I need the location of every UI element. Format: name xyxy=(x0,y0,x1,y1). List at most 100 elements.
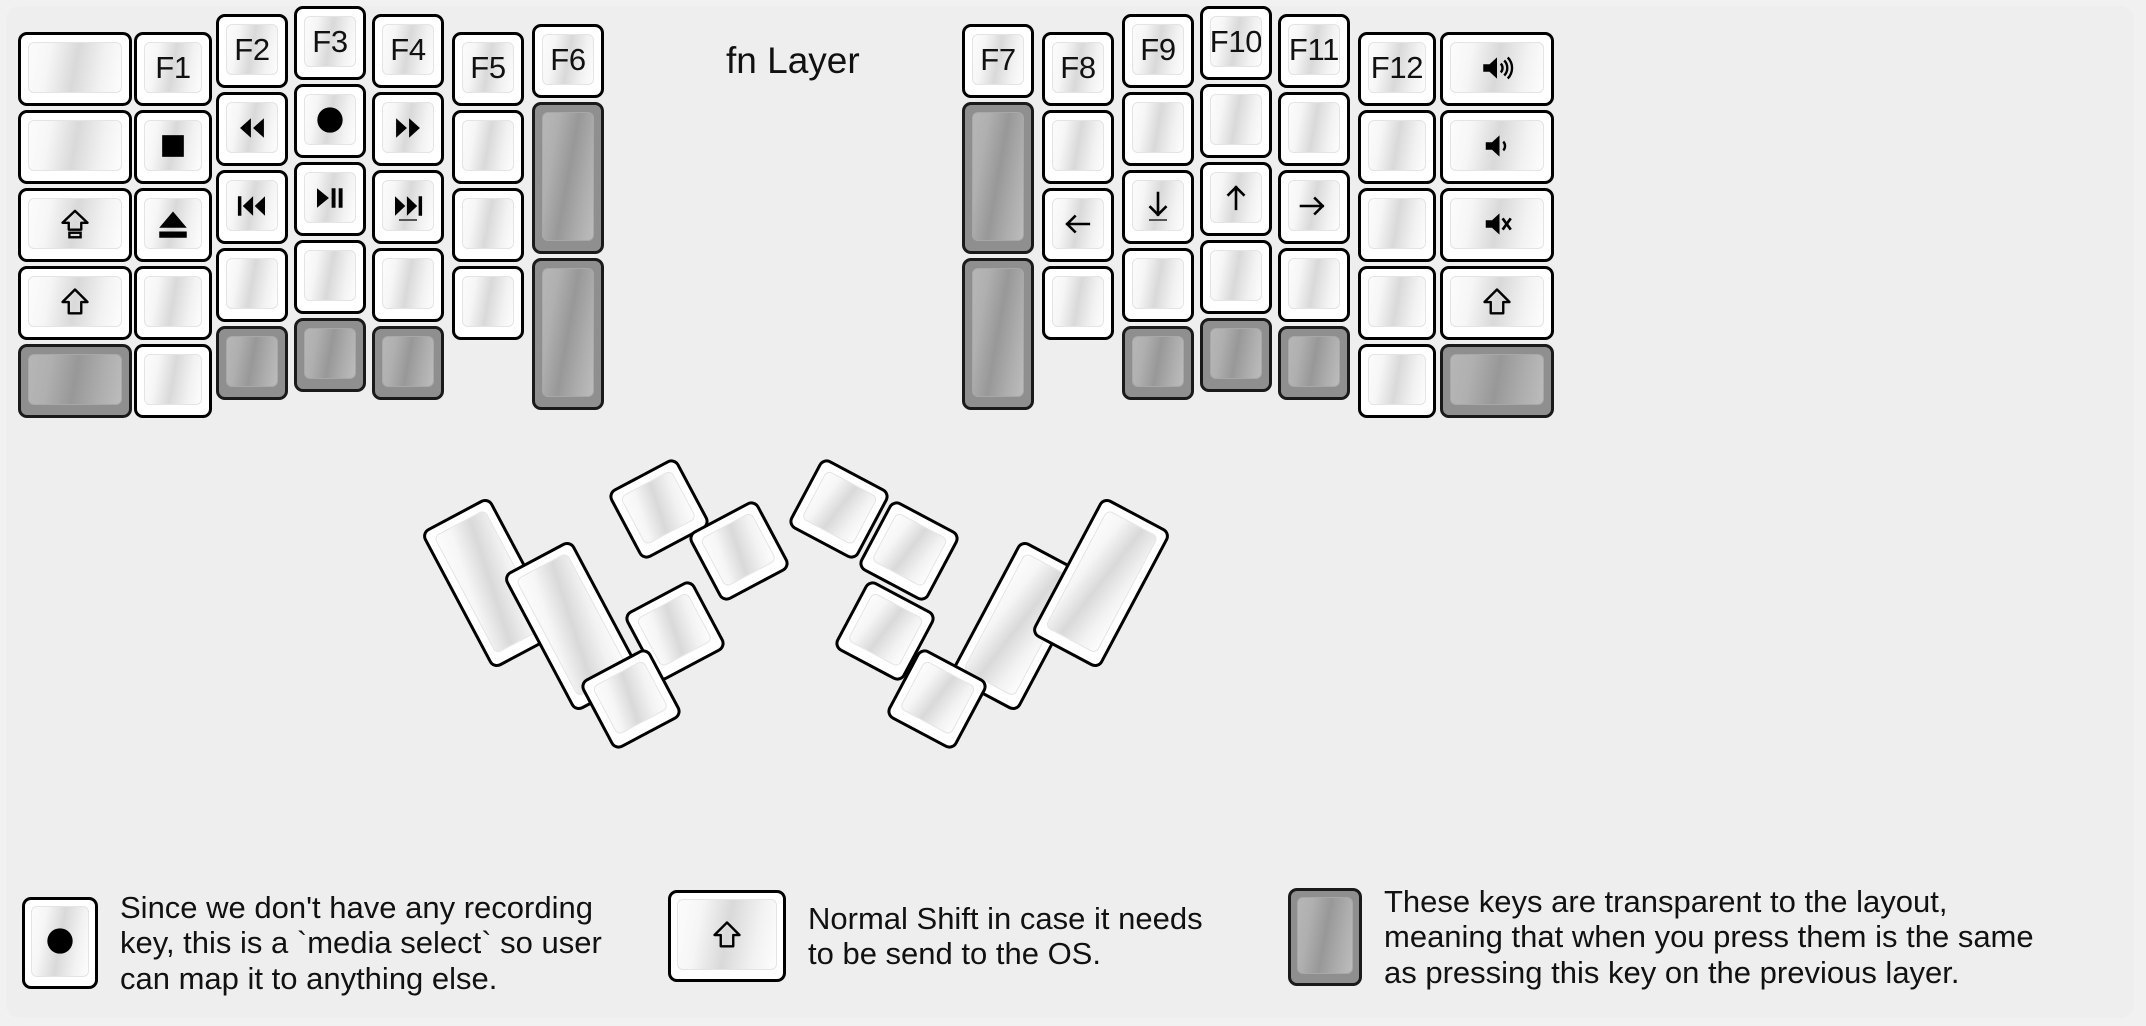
note-key-transparent[interactable] xyxy=(1288,887,1362,986)
key-shift-arrow[interactable] xyxy=(1440,266,1554,340)
keycap-face xyxy=(1210,250,1262,301)
key-media-stop[interactable] xyxy=(134,110,212,184)
arrow-right-icon xyxy=(1297,193,1331,219)
key-blank[interactable] xyxy=(1200,240,1272,314)
key-f12[interactable]: F12 xyxy=(1358,32,1436,106)
note-key-record[interactable] xyxy=(22,896,98,989)
keycap-face xyxy=(1052,276,1104,327)
key-media-next-track[interactable] xyxy=(372,170,444,244)
key-media-play-pause[interactable] xyxy=(294,162,366,236)
keycap-face xyxy=(226,102,278,153)
key-blank[interactable] xyxy=(452,188,524,262)
key-blank[interactable] xyxy=(1358,188,1436,262)
key-volume-mute[interactable] xyxy=(1440,188,1554,262)
key-transparent[interactable] xyxy=(18,344,132,418)
keycap-face xyxy=(1132,258,1184,309)
key-transparent[interactable] xyxy=(1200,318,1272,392)
keycap-face xyxy=(1210,172,1262,223)
key-transparent[interactable] xyxy=(294,318,366,392)
key-transparent[interactable] xyxy=(1278,326,1350,400)
keycap-face xyxy=(382,180,434,231)
key-blank[interactable] xyxy=(1358,110,1436,184)
key-blank[interactable] xyxy=(452,110,524,184)
key-blank[interactable] xyxy=(1358,266,1436,340)
key-media-fast-forward[interactable] xyxy=(372,92,444,166)
keycap-face xyxy=(462,276,514,327)
keycap-face xyxy=(28,198,122,249)
key-blank[interactable] xyxy=(1200,84,1272,158)
key-transparent[interactable] xyxy=(1440,344,1554,418)
keycap-face xyxy=(226,336,278,387)
key-transparent[interactable] xyxy=(216,326,288,400)
key-f6[interactable]: F6 xyxy=(532,24,604,98)
key-volume-up[interactable] xyxy=(1440,32,1554,106)
key-f4[interactable]: F4 xyxy=(372,14,444,88)
key-blank[interactable] xyxy=(1042,266,1114,340)
key-media-eject[interactable] xyxy=(134,188,212,262)
key-blank[interactable] xyxy=(372,248,444,322)
key-media-previous-track[interactable] xyxy=(216,170,288,244)
key-f2[interactable]: F2 xyxy=(216,14,288,88)
key-arrow-right[interactable] xyxy=(1278,170,1350,244)
key-f10[interactable]: F10 xyxy=(1200,6,1272,80)
keycap-face xyxy=(28,276,122,327)
key-f11[interactable]: F11 xyxy=(1278,14,1350,88)
key-label: F10 xyxy=(1210,24,1262,59)
key-blank[interactable] xyxy=(18,32,132,106)
key-transparent[interactable] xyxy=(372,326,444,400)
shift-arrow-icon xyxy=(712,920,742,950)
keycap-face: F4 xyxy=(382,24,434,75)
key-f9[interactable]: F9 xyxy=(1122,14,1194,88)
key-volume-down[interactable] xyxy=(1440,110,1554,184)
key-blank[interactable] xyxy=(452,266,524,340)
key-blank[interactable] xyxy=(1278,248,1350,322)
note-text: Since we don't have any recording key, t… xyxy=(120,890,602,996)
key-blank[interactable] xyxy=(1122,248,1194,322)
key-blank[interactable] xyxy=(1278,92,1350,166)
shift-arrow-icon xyxy=(60,287,90,317)
key-media-rewind[interactable] xyxy=(216,92,288,166)
key-blank[interactable] xyxy=(18,110,132,184)
key-transparent[interactable] xyxy=(532,258,604,410)
media-eject-icon xyxy=(158,209,188,239)
key-blank[interactable] xyxy=(294,240,366,314)
key-f8[interactable]: F8 xyxy=(1042,32,1114,106)
note-key-shift[interactable] xyxy=(668,890,786,982)
key-label: F11 xyxy=(1288,32,1340,67)
arrow-down-icon xyxy=(1145,189,1171,223)
key-blank[interactable] xyxy=(134,266,212,340)
caps-lock-arrow-icon xyxy=(60,208,90,240)
keycap-face xyxy=(304,250,356,301)
media-rewind-icon xyxy=(235,115,269,141)
key-shift-arrow[interactable] xyxy=(18,266,132,340)
key-transparent[interactable] xyxy=(532,102,604,254)
page-title: fn Layer xyxy=(726,40,860,81)
key-f7[interactable]: F7 xyxy=(962,24,1034,98)
key-label: F2 xyxy=(234,32,270,67)
key-caps-lock-arrow[interactable] xyxy=(18,188,132,262)
keycap-face: F5 xyxy=(462,42,514,93)
note-normal-shift: Normal Shift in case it needs to be send… xyxy=(668,890,1203,982)
key-arrow-left[interactable] xyxy=(1042,188,1114,262)
key-blank[interactable] xyxy=(1358,344,1436,418)
key-transparent[interactable] xyxy=(962,258,1034,410)
key-blank[interactable] xyxy=(216,248,288,322)
key-transparent[interactable] xyxy=(1122,326,1194,400)
key-f3[interactable]: F3 xyxy=(294,6,366,80)
key-media-record[interactable] xyxy=(294,84,366,158)
keycap-face xyxy=(144,354,202,405)
key-f5[interactable]: F5 xyxy=(452,32,524,106)
keycap-face xyxy=(1288,180,1340,231)
key-blank[interactable] xyxy=(134,344,212,418)
key-arrow-up[interactable] xyxy=(1200,162,1272,236)
key-blank[interactable] xyxy=(1042,110,1114,184)
keycap-face xyxy=(1210,328,1262,379)
key-arrow-down[interactable] xyxy=(1122,170,1194,244)
key-transparent[interactable] xyxy=(962,102,1034,254)
key-label: F4 xyxy=(390,32,426,67)
keycap-face: F12 xyxy=(1368,42,1426,93)
keycap-face xyxy=(699,511,777,588)
key-blank[interactable] xyxy=(1122,92,1194,166)
key-f1[interactable]: F1 xyxy=(134,32,212,106)
